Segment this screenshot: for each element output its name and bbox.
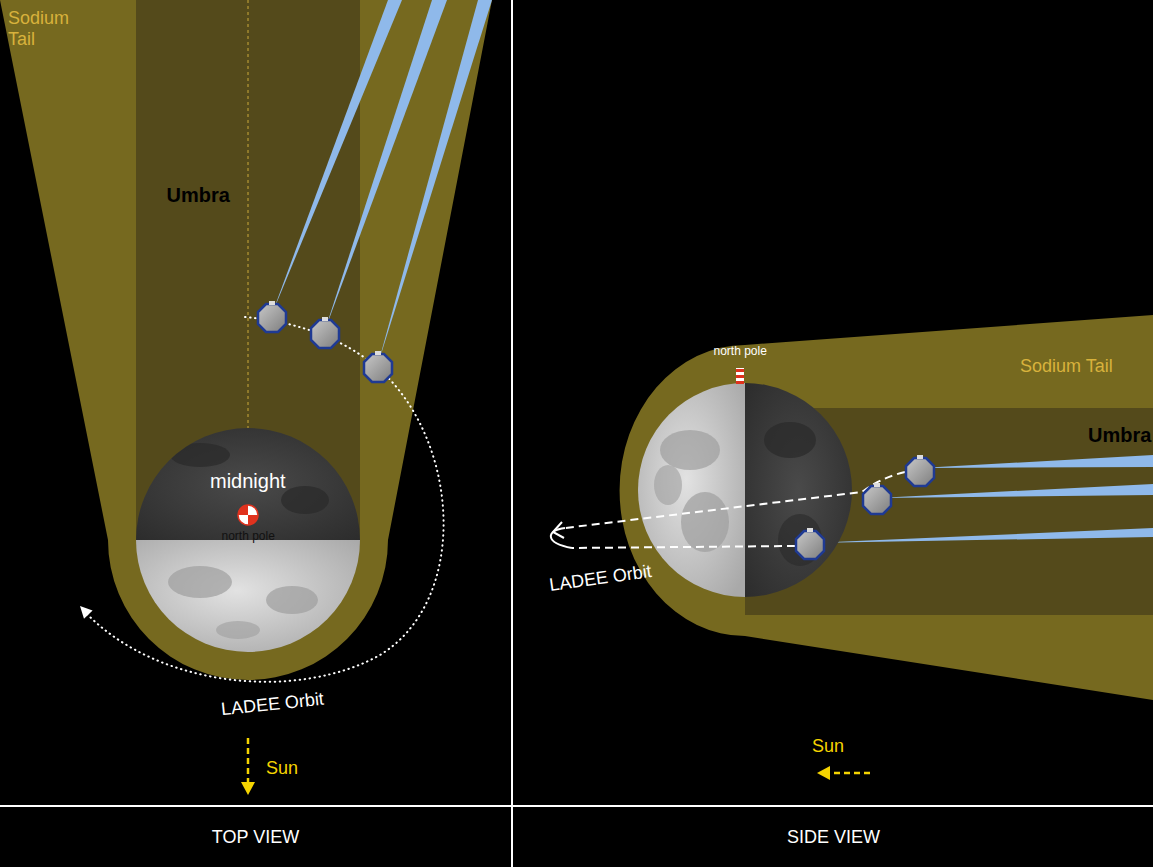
pole-stripe (736, 369, 744, 372)
sun-label: Sun (266, 758, 298, 779)
panel-divider (0, 805, 1153, 807)
umbra-region (136, 0, 360, 540)
comm-beams (272, 0, 492, 364)
spacecraft (311, 317, 339, 348)
moon-label: midnight (210, 470, 286, 493)
pole-stripe (736, 375, 744, 378)
caption-text: SIDE VIEW (787, 827, 880, 848)
orbit-path (565, 472, 905, 548)
sun-arrow-shaft (247, 738, 250, 782)
spacecraft-body (258, 304, 286, 332)
moon-side (638, 383, 852, 597)
north-pole-marker (238, 505, 258, 525)
sodium-tail (0, 0, 492, 680)
orbit-label: LADEE Orbit (220, 689, 325, 720)
region-label: Umbra (1088, 424, 1151, 447)
orbit-dashed (565, 472, 905, 528)
spacecraft (906, 455, 934, 486)
spacecraft-body (364, 354, 392, 382)
orbit-path (85, 317, 444, 682)
spacecraft-body (906, 458, 934, 486)
orbit-label: LADEE Orbit (548, 561, 653, 596)
moon-night-side (136, 428, 360, 540)
sun-arrowhead (817, 766, 830, 780)
pole-stripe (736, 381, 744, 384)
spacecraft-part (874, 483, 880, 487)
orbit-dotted (85, 317, 444, 682)
pole-quadrant (248, 515, 258, 525)
moon-day-side (136, 540, 360, 652)
laser-beam (378, 0, 492, 364)
sun-arrow (241, 738, 255, 795)
moon-mare (168, 566, 232, 598)
orbit-dashed (572, 546, 795, 548)
spacecraft-part (269, 301, 275, 305)
panel-caption: SIDE VIEW (514, 808, 1153, 867)
spacecraft-part (917, 455, 923, 459)
spacecraft-group (796, 455, 934, 559)
moon-mare (281, 486, 329, 514)
spacecraft (796, 528, 824, 559)
panel-divider (511, 0, 513, 867)
axis-line (248, 0, 249, 428)
moon-night-side (745, 383, 852, 597)
pole-pin (736, 368, 744, 384)
sun-arrow-shaft (830, 772, 870, 775)
moon-mare (681, 492, 729, 552)
pole-disc (238, 505, 258, 525)
orbit-arrowhead (553, 522, 564, 538)
north-pole-pin (736, 368, 744, 384)
sun-arrow (817, 766, 870, 780)
spacecraft (863, 483, 891, 514)
pole-label: north pole (222, 530, 275, 544)
spacecraft-part (807, 528, 813, 532)
spacecraft-body (796, 531, 824, 559)
spacecraft-part (322, 317, 328, 321)
moon-mare (764, 422, 816, 458)
spacecraft (258, 301, 286, 332)
moon-mare (266, 586, 318, 614)
moon-top (136, 428, 360, 652)
laser-beam (325, 0, 447, 330)
sun-label: Sun (812, 736, 844, 757)
laser-beam (810, 528, 1153, 543)
laser-beam (920, 455, 1153, 468)
moon-mare (216, 621, 260, 639)
moon-mare (660, 430, 720, 470)
moon-mare (170, 443, 230, 467)
region-label: Sodium Tail (1020, 356, 1113, 377)
spacecraft (364, 351, 392, 382)
orbit-arrowhead (80, 606, 93, 619)
pole-quadrant (238, 505, 248, 515)
spacecraft-part (375, 351, 381, 355)
panel-caption: TOP VIEW (0, 808, 511, 867)
comm-beams (810, 455, 1153, 543)
spacecraft-body (311, 320, 339, 348)
sun-arrowhead (241, 782, 255, 795)
sodium-tail (620, 315, 1153, 700)
spacecraft-body (863, 486, 891, 514)
moon-day-side (638, 383, 745, 597)
moon-mare (654, 465, 682, 505)
region-label: Sodium Tail (8, 8, 80, 49)
caption-text: TOP VIEW (212, 827, 299, 848)
pole-label: north pole (714, 345, 767, 359)
region-label: Umbra (167, 184, 230, 207)
spacecraft-group (258, 301, 392, 382)
